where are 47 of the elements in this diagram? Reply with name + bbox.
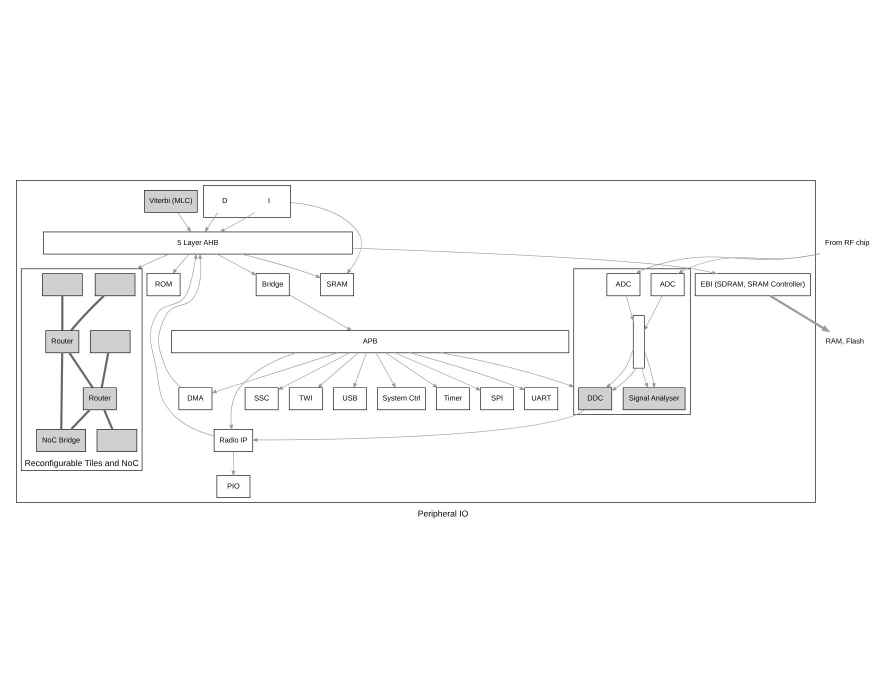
arrow bbox=[136, 253, 169, 269]
arrow bbox=[384, 352, 438, 388]
arrow bbox=[276, 352, 350, 390]
arrow bbox=[149, 252, 214, 436]
arrow bbox=[352, 247, 718, 274]
arrow bbox=[288, 294, 352, 331]
arrow bbox=[231, 450, 235, 476]
arrow bbox=[240, 253, 321, 278]
node-box bbox=[42, 272, 82, 296]
connector bbox=[70, 294, 104, 331]
arrow bbox=[610, 368, 636, 391]
arrow bbox=[158, 252, 202, 388]
arrow bbox=[172, 253, 189, 274]
connector bbox=[102, 409, 113, 430]
arrow bbox=[769, 294, 830, 332]
caption: Peripheral IO bbox=[417, 508, 468, 518]
arrow bbox=[352, 352, 366, 388]
connector bbox=[68, 352, 94, 388]
arrow bbox=[210, 352, 338, 393]
arrow bbox=[644, 350, 656, 388]
arrow bbox=[605, 348, 634, 388]
arrow bbox=[640, 367, 648, 388]
arrow bbox=[290, 202, 362, 274]
arrow bbox=[177, 212, 191, 232]
connector bbox=[70, 408, 90, 430]
arrow bbox=[251, 409, 584, 442]
arrow bbox=[394, 352, 481, 390]
cluster bbox=[202, 184, 290, 218]
connector bbox=[60, 295, 63, 330]
connector bbox=[100, 352, 109, 388]
cluster bbox=[16, 180, 816, 502]
node-box bbox=[96, 428, 137, 452]
connector bbox=[60, 352, 63, 429]
arrow bbox=[316, 352, 358, 388]
arrow bbox=[409, 352, 525, 390]
arrow bbox=[216, 253, 256, 276]
arrow bbox=[204, 212, 218, 232]
node-box bbox=[94, 272, 135, 296]
arrow bbox=[375, 352, 396, 388]
arrow bbox=[218, 212, 254, 232]
node-box bbox=[89, 330, 130, 353]
node-bar bbox=[632, 314, 644, 368]
arrow bbox=[643, 295, 662, 331]
arrow bbox=[440, 352, 574, 387]
arrow bbox=[626, 295, 634, 322]
arrow bbox=[634, 252, 820, 274]
arrow bbox=[228, 352, 296, 430]
